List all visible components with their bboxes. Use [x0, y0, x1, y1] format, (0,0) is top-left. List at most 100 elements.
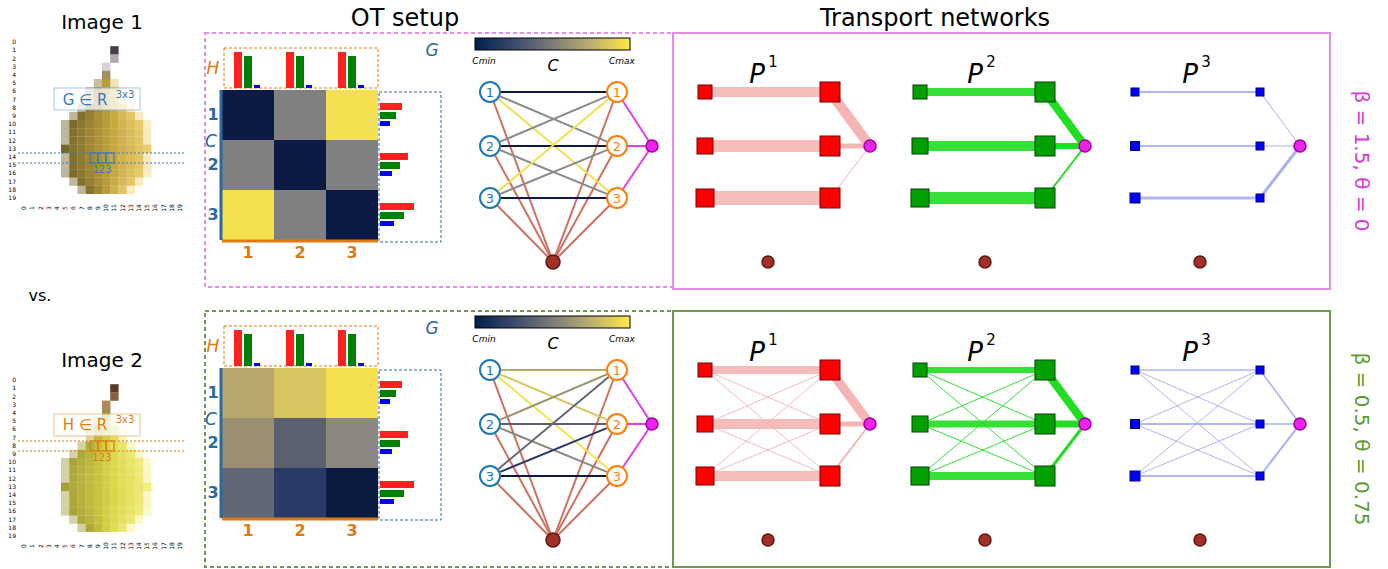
panel-frame: [673, 311, 1330, 567]
image-pixel: [127, 169, 135, 177]
colorbar-tick: Cmax: [609, 335, 635, 344]
image-pixel: [118, 483, 126, 491]
image-pixel: [86, 499, 94, 507]
demand-square: [1256, 88, 1264, 96]
image-pixel: [86, 483, 94, 491]
bar: [380, 440, 400, 447]
cost-edge: [500, 374, 607, 419]
axis-tick: 10: [8, 459, 16, 465]
colorbar-tick: Cmin: [472, 335, 495, 344]
flow-line: [920, 370, 1045, 424]
supply-square: [1130, 471, 1140, 481]
axis-tick: 18: [169, 542, 175, 550]
flow-line: [705, 471, 830, 481]
bar: [380, 481, 414, 488]
image-pixel: [110, 112, 118, 120]
axis-tick: 1: [12, 47, 16, 53]
row-index: 1: [207, 385, 218, 401]
label-patch: [54, 414, 140, 436]
cost-edge: [498, 99, 608, 191]
image-pixel: [135, 499, 143, 507]
axis-tick: 12: [120, 542, 126, 550]
axis-tick: 12: [8, 476, 16, 482]
image-pixel: [143, 153, 151, 161]
image-pixel: [110, 177, 118, 185]
image-pixel: [143, 169, 151, 177]
demand-node: 1: [606, 81, 628, 103]
image-pixel: [127, 161, 135, 169]
flow-line: [920, 370, 1045, 476]
supply-square: [1131, 420, 1140, 429]
cost-cell: [222, 468, 274, 518]
stem-pixel: [102, 63, 110, 71]
demand-square: [1035, 188, 1055, 208]
supply-node: 2: [479, 413, 501, 435]
row-index: 2: [207, 157, 218, 173]
demand-square: [820, 136, 840, 156]
axis-line: [220, 368, 223, 518]
source-link: [490, 198, 553, 262]
bar: [296, 56, 304, 88]
column-index: 1: [242, 245, 253, 261]
axis-tick: 6: [12, 426, 16, 432]
bar: [358, 363, 364, 366]
image-pixel: [118, 458, 126, 466]
axis-line: [222, 518, 378, 521]
cost-edge: [500, 150, 607, 194]
panel-frame: [205, 33, 673, 287]
image-pixel: [77, 145, 85, 153]
bar: [244, 334, 252, 366]
pixel-index: 123: [92, 165, 111, 175]
bar: [380, 121, 390, 126]
histogram-label: G: [425, 320, 438, 337]
cost-cell: [222, 140, 274, 190]
image-pixel: [86, 474, 94, 482]
image-pixel: [69, 458, 77, 466]
colorbar-tick: Cmax: [609, 57, 635, 66]
image-pixel: [69, 474, 77, 482]
source-node: [762, 256, 774, 268]
image-pixel: [110, 466, 118, 474]
colorbar: [475, 316, 630, 328]
cost-cell: [326, 468, 378, 518]
plan-index: 2: [986, 333, 996, 348]
cost-edge: [500, 96, 607, 141]
image-pixel: [135, 112, 143, 120]
demand-node: 2: [606, 135, 628, 157]
flow-line: [920, 421, 1045, 428]
supply-node: 2: [479, 135, 501, 157]
axis-tick: 16: [8, 170, 16, 176]
image-pixel: [135, 136, 143, 144]
image-pixel: [127, 483, 135, 491]
image-pixel: [94, 474, 102, 482]
axis-tick: 2: [12, 56, 16, 62]
image-pixel: [102, 499, 110, 507]
axis-tick: 3: [46, 544, 52, 548]
image-pixel: [118, 112, 126, 120]
axis-tick: 10: [103, 204, 109, 212]
axis-tick: 5: [12, 80, 16, 86]
image-pixel: [94, 112, 102, 120]
image-pixel: [77, 169, 85, 177]
image-pixel: [110, 186, 118, 194]
plan-index: 3: [1201, 333, 1211, 348]
axis-tick: 15: [8, 162, 16, 168]
matrix-label: 3x3: [116, 415, 135, 425]
image-pixel: [110, 145, 118, 153]
image-pixel: [86, 515, 94, 523]
column-index: 2: [294, 245, 305, 261]
image-pixel: [143, 128, 151, 136]
supply-square: [913, 363, 927, 377]
axis-tick: 2: [38, 206, 44, 210]
image-pixel: [77, 458, 85, 466]
image-pixel: [69, 177, 77, 185]
pixel-marker: [90, 153, 98, 163]
demand-square: [1035, 466, 1055, 486]
image-pixel: [127, 466, 135, 474]
pixel-index: 123: [92, 453, 111, 463]
image-pixel: [127, 186, 135, 194]
image-pixel: [135, 145, 143, 153]
supply-square: [912, 416, 928, 432]
supply-square: [696, 467, 714, 485]
plan-label: P: [749, 339, 765, 365]
